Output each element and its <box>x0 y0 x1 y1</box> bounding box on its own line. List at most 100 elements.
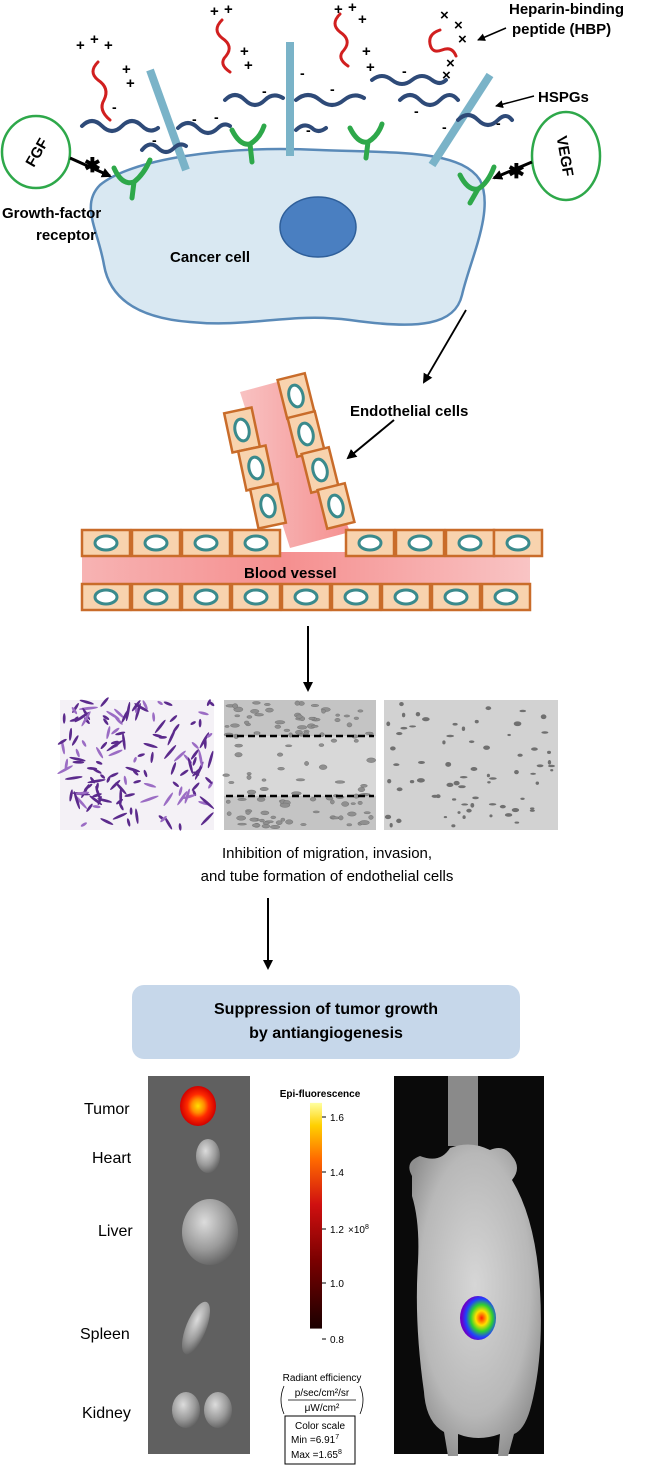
wound-cell <box>277 752 284 757</box>
cross-charge: × <box>454 17 463 34</box>
neg-charge: - <box>442 119 447 135</box>
stained-cell <box>179 769 189 776</box>
tube-cell <box>550 768 554 772</box>
stained-cell <box>75 791 90 795</box>
heparan-sulfate-chains <box>80 74 514 154</box>
organ-label-kidney: Kidney <box>82 1405 131 1422</box>
stained-cell <box>191 741 199 749</box>
tube-cell <box>442 740 446 745</box>
tube-cell <box>513 721 522 727</box>
suppression-box <box>132 985 520 1059</box>
stained-cell <box>143 782 157 788</box>
wound-cell <box>341 801 350 807</box>
stained-cell <box>81 740 87 747</box>
wound-cell <box>246 789 257 795</box>
hbp-label-line1: Heparin-binding <box>509 1 624 18</box>
block-mark: ✱ <box>84 155 101 177</box>
neg-charge: - <box>414 103 419 119</box>
cell-nucleus <box>357 534 383 552</box>
tube-cell <box>519 709 527 713</box>
pos-charge: + <box>244 57 253 74</box>
stained-cell <box>100 774 106 779</box>
pos-charge: + <box>348 0 357 16</box>
branch-cells-left <box>222 406 288 530</box>
cancer-cell-label: Cancer cell <box>170 249 250 266</box>
neg-charge: - <box>112 99 117 115</box>
wound-cell <box>222 773 230 777</box>
wound-cell <box>347 811 357 817</box>
paren-left <box>280 1385 285 1415</box>
cell-nucleus <box>457 534 483 552</box>
tube-cell <box>466 808 472 813</box>
stained-cell <box>206 699 211 707</box>
neg-charge: - <box>262 83 267 99</box>
neg-charge: - <box>496 115 501 131</box>
neg-charge: - <box>330 81 335 97</box>
stained-cell <box>96 746 104 759</box>
tube-cell <box>483 745 490 750</box>
tube-cell <box>452 722 458 726</box>
micrograph-tube-formation <box>384 700 558 830</box>
suppression-text-line1: Suppression of tumor growth <box>214 1001 438 1018</box>
wound-cell <box>350 802 356 805</box>
wound-cell <box>363 811 371 815</box>
tube-cell <box>511 807 520 813</box>
cell-nucleus <box>93 534 119 552</box>
hspgs-label: HSPGs <box>538 89 589 106</box>
hs-chain-1 <box>80 119 160 133</box>
vegf-blocked-arrow <box>492 160 533 180</box>
stained-cell <box>142 700 148 710</box>
cell-nucleus <box>193 534 219 552</box>
stained-cell <box>71 707 78 715</box>
stained-cell <box>143 742 158 748</box>
wound-cell <box>262 821 270 825</box>
hs-chain-3 <box>176 121 232 135</box>
tube-cell <box>399 702 404 707</box>
stained-cell <box>72 760 85 764</box>
wound-cell <box>245 810 251 815</box>
wound-cell <box>253 731 261 735</box>
tube-cell <box>409 725 417 728</box>
suppression-text-line2: by antiangiogenesis <box>249 1025 403 1042</box>
wound-cell <box>318 764 328 770</box>
cell-nucleus <box>493 588 519 606</box>
tube-cell <box>384 814 392 820</box>
wound-cell <box>260 810 270 816</box>
tube-cell <box>461 803 469 806</box>
stained-cell <box>163 701 173 706</box>
tube-cell <box>504 813 513 817</box>
in-vivo-mouse-image <box>394 1076 544 1456</box>
cell-nucleus <box>93 588 119 606</box>
stained-cell <box>106 740 124 752</box>
wound-cell <box>294 700 301 706</box>
wound-cell <box>346 722 353 728</box>
wound-cell <box>330 799 335 805</box>
wound-cell <box>295 714 303 719</box>
wound-cell <box>335 713 340 717</box>
tube-cell <box>396 787 403 792</box>
wound-cell <box>285 744 293 748</box>
pos-charge: + <box>224 1 233 18</box>
cell-nucleus <box>505 534 531 552</box>
scale-info-box <box>284 1415 356 1465</box>
wound-cell <box>244 720 250 725</box>
cell-nucleus <box>143 588 169 606</box>
tube-cell <box>486 773 490 778</box>
stained-cell <box>199 732 210 749</box>
micrograph-wound <box>222 700 376 830</box>
endothelial-cells-label: Endothelial cells <box>350 403 468 420</box>
wound-cell <box>252 701 261 705</box>
stained-cell <box>123 775 127 786</box>
wound-cell <box>249 817 259 822</box>
stained-cell <box>152 733 164 738</box>
wound-cell <box>334 780 346 784</box>
tube-cell <box>517 753 523 757</box>
wound-cell <box>357 800 363 805</box>
wound-cell <box>226 811 232 816</box>
tube-cell <box>540 714 547 720</box>
tube-cell <box>547 750 552 755</box>
tube-cell <box>401 712 406 718</box>
cell-nucleus <box>393 588 419 606</box>
tube-cell <box>507 733 511 737</box>
endothelial-pointer <box>346 419 395 460</box>
